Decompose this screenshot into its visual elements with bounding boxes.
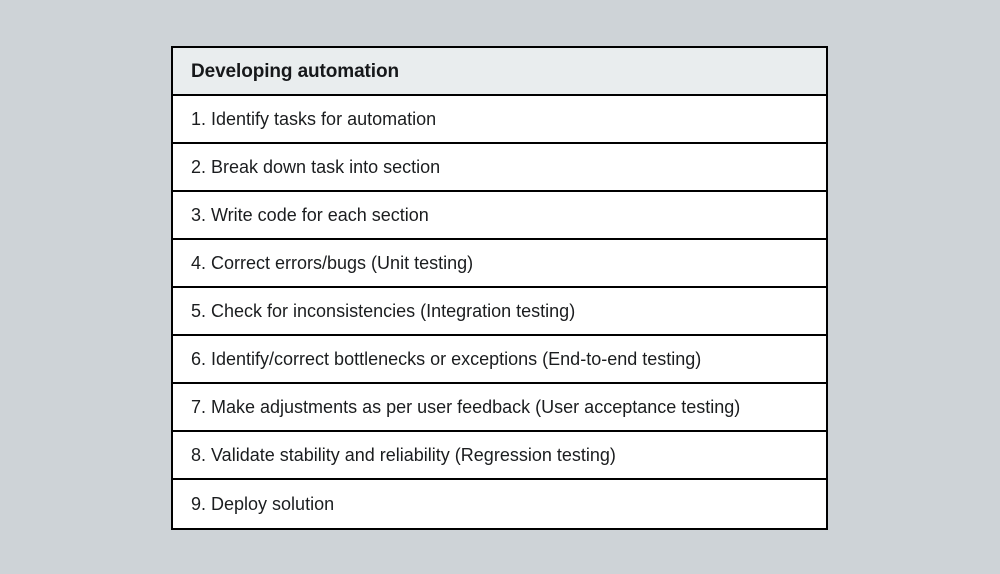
table-row: 3. Write code for each section: [173, 192, 826, 240]
table-row-label: 7. Make adjustments as per user feedback…: [191, 396, 741, 417]
table-row: 1. Identify tasks for automation: [173, 96, 826, 144]
table-row-label: 6. Identify/correct bottlenecks or excep…: [191, 348, 702, 369]
table-row-label: 2. Break down task into section: [191, 156, 441, 177]
table-row: 8. Validate stability and reliability (R…: [173, 432, 826, 480]
table-row: 7. Make adjustments as per user feedback…: [173, 384, 826, 432]
table-row: 9. Deploy solution: [173, 480, 826, 528]
table-row-label: 1. Identify tasks for automation: [191, 108, 437, 129]
table-header-row: Developing automation: [173, 48, 826, 96]
developing-automation-table: Developing automation 1. Identify tasks …: [171, 46, 828, 530]
table-row-label: 8. Validate stability and reliability (R…: [191, 444, 616, 465]
table-row-label: 5. Check for inconsistencies (Integratio…: [191, 300, 576, 321]
table-row-label: 9. Deploy solution: [191, 493, 335, 514]
table-row-label: 3. Write code for each section: [191, 204, 429, 225]
table-row: 2. Break down task into section: [173, 144, 826, 192]
table-row-label: 4. Correct errors/bugs (Unit testing): [191, 252, 474, 273]
table-row: 5. Check for inconsistencies (Integratio…: [173, 288, 826, 336]
table-title: Developing automation: [191, 60, 399, 82]
table-row: 4. Correct errors/bugs (Unit testing): [173, 240, 826, 288]
table-row: 6. Identify/correct bottlenecks or excep…: [173, 336, 826, 384]
